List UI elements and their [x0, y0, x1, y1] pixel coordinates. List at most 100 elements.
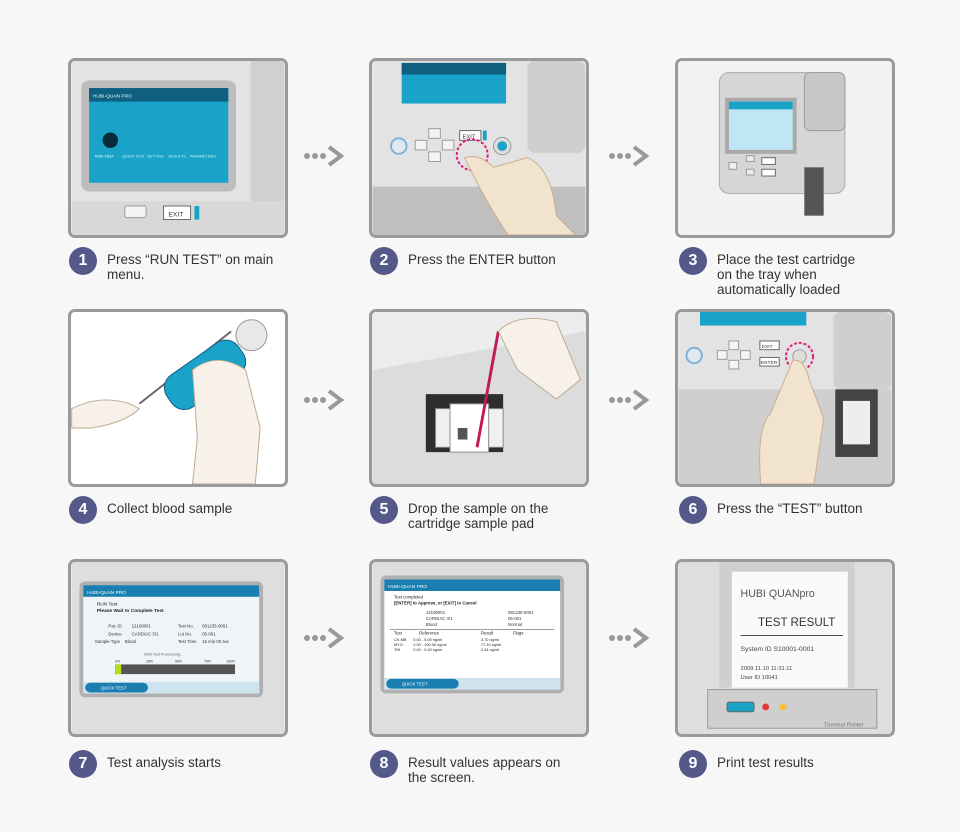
svg-text:Normal: Normal — [508, 622, 522, 627]
step-5-illustration — [369, 309, 589, 487]
footer-label: QUICK TEST — [402, 682, 428, 687]
run-test-icon — [102, 132, 119, 148]
screen-subtitle: Please Wait to Complete Test — [97, 608, 164, 614]
svg-text:12100001: 12100001 — [132, 624, 152, 629]
screen-subtitle: [ENTER] to Approve, or [EXIT] to Cancel — [394, 601, 477, 606]
step-caption: Print test results — [717, 755, 814, 770]
svg-text:12100001: 12100001 — [426, 610, 446, 615]
svg-text:Test: Test — [394, 630, 403, 635]
step-2-illustration: EXIT — [369, 58, 589, 238]
step-caption: Place the test cartridge on the tray whe… — [717, 252, 856, 297]
step-number: 5 — [370, 496, 398, 524]
svg-text:081235-0001: 081235-0001 — [508, 610, 534, 615]
svg-text:CARDIAC 3/1: CARDIAC 3/1 — [132, 631, 159, 636]
step-caption: Press the “TEST” button — [717, 501, 863, 516]
step-4-illustration — [68, 309, 288, 487]
step-1-illustration: HUBI-QUAN PRO RUN TEST QUICK TEST SETTIN… — [68, 58, 288, 238]
svg-text:Test No.: Test No. — [178, 624, 194, 629]
svg-text:0.00 - 0.40 ng/ml: 0.00 - 0.40 ng/ml — [413, 648, 442, 652]
step-number: 9 — [679, 750, 707, 778]
svg-text:Blood: Blood — [125, 639, 137, 644]
step-number: 4 — [69, 496, 97, 524]
svg-text:Device: Device — [108, 631, 122, 636]
step-caption: Press “RUN TEST” on main menu. — [107, 252, 274, 282]
svg-text:05-001: 05-001 — [202, 631, 216, 636]
svg-text:0.00 - 100.00 ng/ml: 0.00 - 100.00 ng/ml — [413, 643, 446, 647]
menu-setting: SETTING — [147, 155, 164, 159]
progress-track — [115, 664, 236, 675]
step-number: 3 — [679, 247, 707, 275]
step-9-illustration: HUBI QUANpro TEST RESULT System ID S1000… — [675, 559, 895, 737]
svg-text:Reference: Reference — [419, 630, 440, 635]
arrow-icon — [609, 145, 650, 167]
printer-system-id: System ID S10001-0001 — [741, 646, 815, 653]
svg-text:0.00 - 5.00 ng/ml: 0.00 - 5.00 ng/ml — [413, 638, 442, 642]
printer-user-id: User ID 10041 — [741, 675, 778, 681]
step-number: 8 — [370, 750, 398, 778]
menu-quick-test: QUICK TEST — [122, 155, 146, 159]
menu-parameters: PARAMETERS — [190, 155, 217, 159]
enter-label: ENTER — [761, 360, 778, 366]
arrow-icon — [304, 389, 345, 411]
svg-text:75%: 75% — [204, 659, 211, 663]
exit-label: EXIT — [762, 344, 773, 350]
step-caption: Collect blood sample — [107, 501, 233, 516]
step-5: 5 Drop the sample on the cartridge sampl… — [370, 496, 568, 531]
svg-text:MYO: MYO — [394, 643, 403, 647]
arrow-icon — [609, 627, 650, 649]
svg-text:Result: Result — [481, 630, 494, 635]
step-9: 9 Print test results — [679, 750, 887, 778]
step-caption: Test analysis starts — [107, 755, 222, 770]
printer-title: TEST RESULT — [758, 617, 835, 629]
svg-text:77.10 ng/ml: 77.10 ng/ml — [481, 643, 501, 647]
step-8-illustration: HUBI-QUAN PRO Test completed [ENTER] to … — [369, 559, 589, 737]
svg-text:25%: 25% — [146, 659, 153, 663]
menu-run-test: RUN TEST — [95, 155, 115, 159]
svg-text:0%: 0% — [115, 659, 120, 663]
power-icon — [685, 346, 703, 365]
svg-text:Lot No.: Lot No. — [178, 631, 192, 636]
svg-text:05-001: 05-001 — [508, 616, 522, 621]
svg-text:CK-MB: CK-MB — [394, 638, 407, 642]
device-brand: HUBI-QUAN PRO — [93, 94, 132, 100]
step-6-illustration: EXIT ENTER — [675, 309, 895, 487]
svg-text:3.70 ng/ml: 3.70 ng/ml — [481, 638, 499, 642]
step-caption: Press the ENTER button — [408, 252, 556, 267]
power-icon — [390, 137, 408, 155]
step-1: 1 Press “RUN TEST” on main menu. — [69, 247, 277, 282]
step-2: 2 Press the ENTER button — [370, 247, 578, 275]
svg-text:TNI: TNI — [394, 648, 400, 652]
step-number: 7 — [69, 750, 97, 778]
svg-text:50%: 50% — [175, 659, 182, 663]
step-4: 4 Collect blood sample — [69, 496, 277, 524]
svg-text:Pat. ID.: Pat. ID. — [108, 624, 122, 629]
step-number: 1 — [69, 247, 97, 275]
step-7: 7 Test analysis starts — [69, 750, 277, 778]
menu-results: RESULTS — [168, 155, 186, 159]
step-3: 3 Place the test cartridge on the tray w… — [679, 247, 867, 297]
step-number: 2 — [370, 247, 398, 275]
svg-text:081235-0001: 081235-0001 — [202, 624, 228, 629]
svg-text:Flags: Flags — [513, 630, 524, 635]
exit-label: EXIT — [168, 212, 183, 219]
printer-brand: HUBI QUANpro — [741, 588, 815, 600]
arrow-icon — [304, 145, 345, 167]
svg-text:Blood: Blood — [426, 622, 438, 627]
step-3-illustration — [675, 58, 895, 238]
screen-title: Test completed — [394, 595, 424, 600]
step-caption: Drop the sample on the cartridge sample … — [408, 501, 549, 531]
arrow-icon — [609, 389, 650, 411]
svg-text:Sample Type: Sample Type — [95, 639, 121, 644]
step-6: 6 Press the “TEST” button — [679, 496, 887, 524]
svg-text:CARDIAC 3/1: CARDIAC 3/1 — [426, 616, 453, 621]
printer-datetime: 2009.11.10 11:31:11 — [741, 666, 793, 672]
step-number: 6 — [679, 496, 707, 524]
progress-label: Wait Test Processing... — [144, 653, 183, 657]
device-brand: HUBI-QUAN PRO — [388, 584, 427, 590]
svg-text:0.34 ng/ml: 0.34 ng/ml — [481, 648, 499, 652]
step-7-illustration: HUBI-QUAN PRO RUN Test Please Wait to Co… — [68, 559, 288, 737]
screen-title: RUN Test — [97, 601, 118, 607]
svg-text:100%: 100% — [226, 659, 235, 663]
exit-label: EXIT — [463, 134, 476, 140]
arrow-icon — [304, 627, 345, 649]
